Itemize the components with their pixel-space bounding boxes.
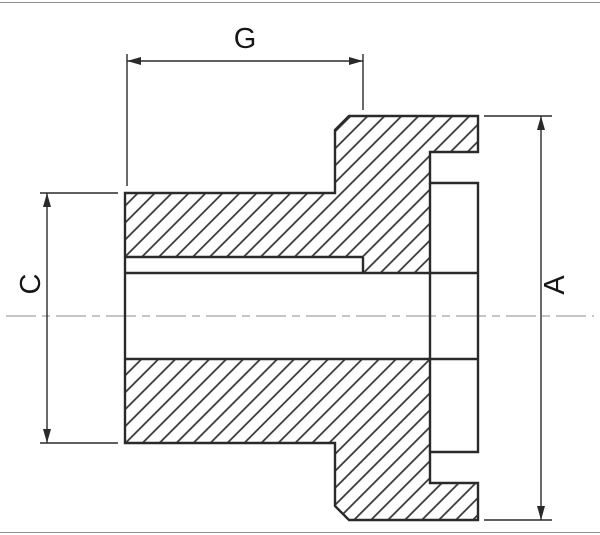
arrowhead-c-top: [43, 193, 51, 207]
section-hatch-upper: [125, 116, 478, 273]
arrowhead-c-bottom: [43, 429, 51, 443]
section-hatch-lower: [125, 359, 478, 520]
dimension-g: G: [126, 23, 364, 186]
arrowhead-a-bottom: [537, 506, 545, 520]
arrowhead-g-left: [127, 57, 141, 65]
dimension-a: A: [484, 115, 571, 521]
dim-label-g: G: [234, 23, 257, 55]
arrowhead-a-top: [537, 116, 545, 130]
dim-label-c: C: [15, 274, 47, 295]
dim-label-a: A: [539, 275, 571, 295]
arrowhead-g-right: [349, 57, 363, 65]
dimension-c: C: [15, 192, 118, 444]
part-outline: [123, 114, 480, 522]
